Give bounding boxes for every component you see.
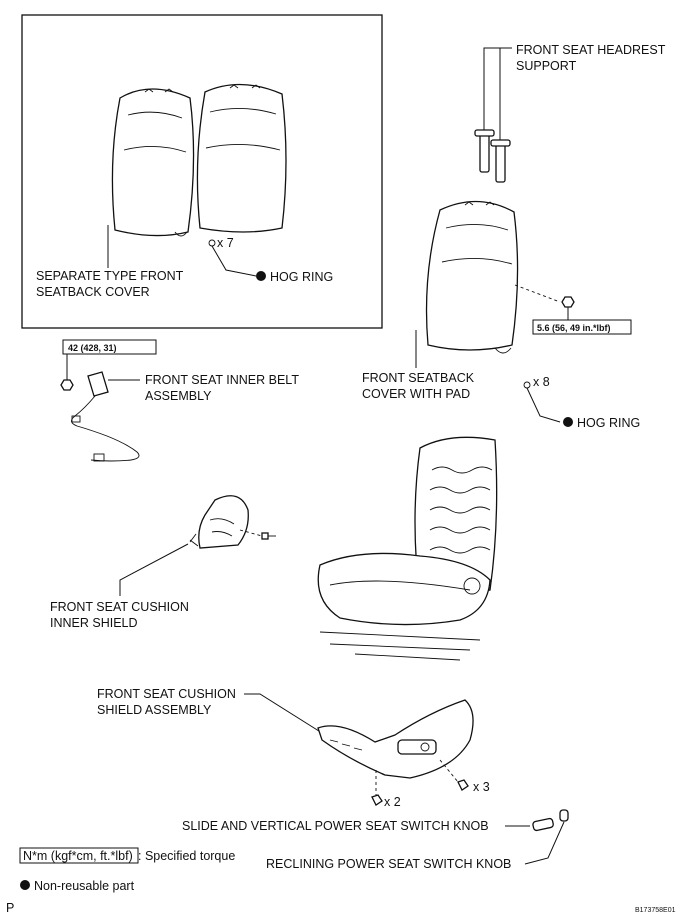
screw-qty-2: x 2 bbox=[384, 795, 401, 809]
torque-belt-value: 42 (428, 31) bbox=[68, 343, 117, 353]
hog-ring-icon bbox=[523, 381, 531, 389]
nut-icon bbox=[561, 296, 575, 308]
headrest-support-label-2: SUPPORT bbox=[516, 59, 577, 73]
reclining-knob-label: RECLINING POWER SEAT SWITCH KNOB bbox=[266, 857, 511, 871]
slide-knob-icon bbox=[532, 817, 554, 832]
shield-assembly-drawing bbox=[317, 699, 474, 779]
nonreusable-dot-icon bbox=[563, 417, 573, 427]
footer-left-code: P bbox=[6, 901, 14, 915]
legend-torque-box bbox=[19, 847, 139, 864]
reclining-knob-icon bbox=[559, 809, 569, 822]
hog-ring-icon bbox=[208, 239, 216, 247]
seat-frame-drawing bbox=[317, 436, 498, 661]
headrest-support-drawing bbox=[474, 129, 511, 183]
hog-ring-2-qty: x 8 bbox=[533, 375, 550, 389]
legend-torque-desc: : Specified torque bbox=[138, 849, 235, 863]
inner-shield-label-2: INNER SHIELD bbox=[50, 616, 138, 630]
inner-shield-drawing bbox=[189, 495, 249, 549]
headrest-support-label-1: FRONT SEAT HEADREST bbox=[516, 43, 666, 57]
legend-nonreusable-text: Non-reusable part bbox=[34, 879, 135, 893]
hog-ring-1-label: HOG RING bbox=[270, 270, 333, 284]
separate-cover-label-2: SEATBACK COVER bbox=[36, 285, 150, 299]
hog-ring-2-label: HOG RING bbox=[577, 416, 640, 430]
screw-icon bbox=[457, 779, 469, 791]
inner-shield-label-1: FRONT SEAT CUSHION bbox=[50, 600, 189, 614]
torque-box-belt bbox=[62, 339, 157, 355]
shield-assembly-label-1: FRONT SEAT CUSHION bbox=[97, 687, 236, 701]
legend-nonreusable-dot-icon bbox=[20, 880, 30, 890]
figure-id: B173758E01 bbox=[635, 907, 676, 914]
screw-icon bbox=[371, 794, 383, 806]
inner-belt-label-2: ASSEMBLY bbox=[145, 389, 212, 403]
legend-torque-unit: N*m (kgf*cm, ft.*lbf) bbox=[23, 849, 133, 863]
separate-seatback-cover-drawing bbox=[111, 83, 287, 237]
slide-knob-label: SLIDE AND VERTICAL POWER SEAT SWITCH KNO… bbox=[182, 819, 489, 833]
seatback-cover-pad-drawing bbox=[425, 200, 519, 354]
nonreusable-dot-icon bbox=[256, 271, 266, 281]
inset-frame bbox=[21, 14, 383, 329]
hog-ring-1-qty: x 7 bbox=[217, 236, 234, 250]
seatback-cover-pad-label-2: COVER WITH PAD bbox=[362, 387, 470, 401]
screw-qty-1: x 3 bbox=[473, 780, 490, 794]
bolt-icon bbox=[261, 532, 276, 540]
seatback-cover-pad-label-1: FRONT SEATBACK bbox=[362, 371, 475, 385]
inner-belt-drawing bbox=[60, 371, 140, 462]
shield-assembly-label-2: SHIELD ASSEMBLY bbox=[97, 703, 212, 717]
torque-box-seatback bbox=[532, 319, 632, 335]
separate-cover-label-1: SEPARATE TYPE FRONT bbox=[36, 269, 184, 283]
inner-belt-label-1: FRONT SEAT INNER BELT bbox=[145, 373, 299, 387]
torque-seatback-value: 5.6 (56, 49 in.*lbf) bbox=[537, 323, 611, 333]
